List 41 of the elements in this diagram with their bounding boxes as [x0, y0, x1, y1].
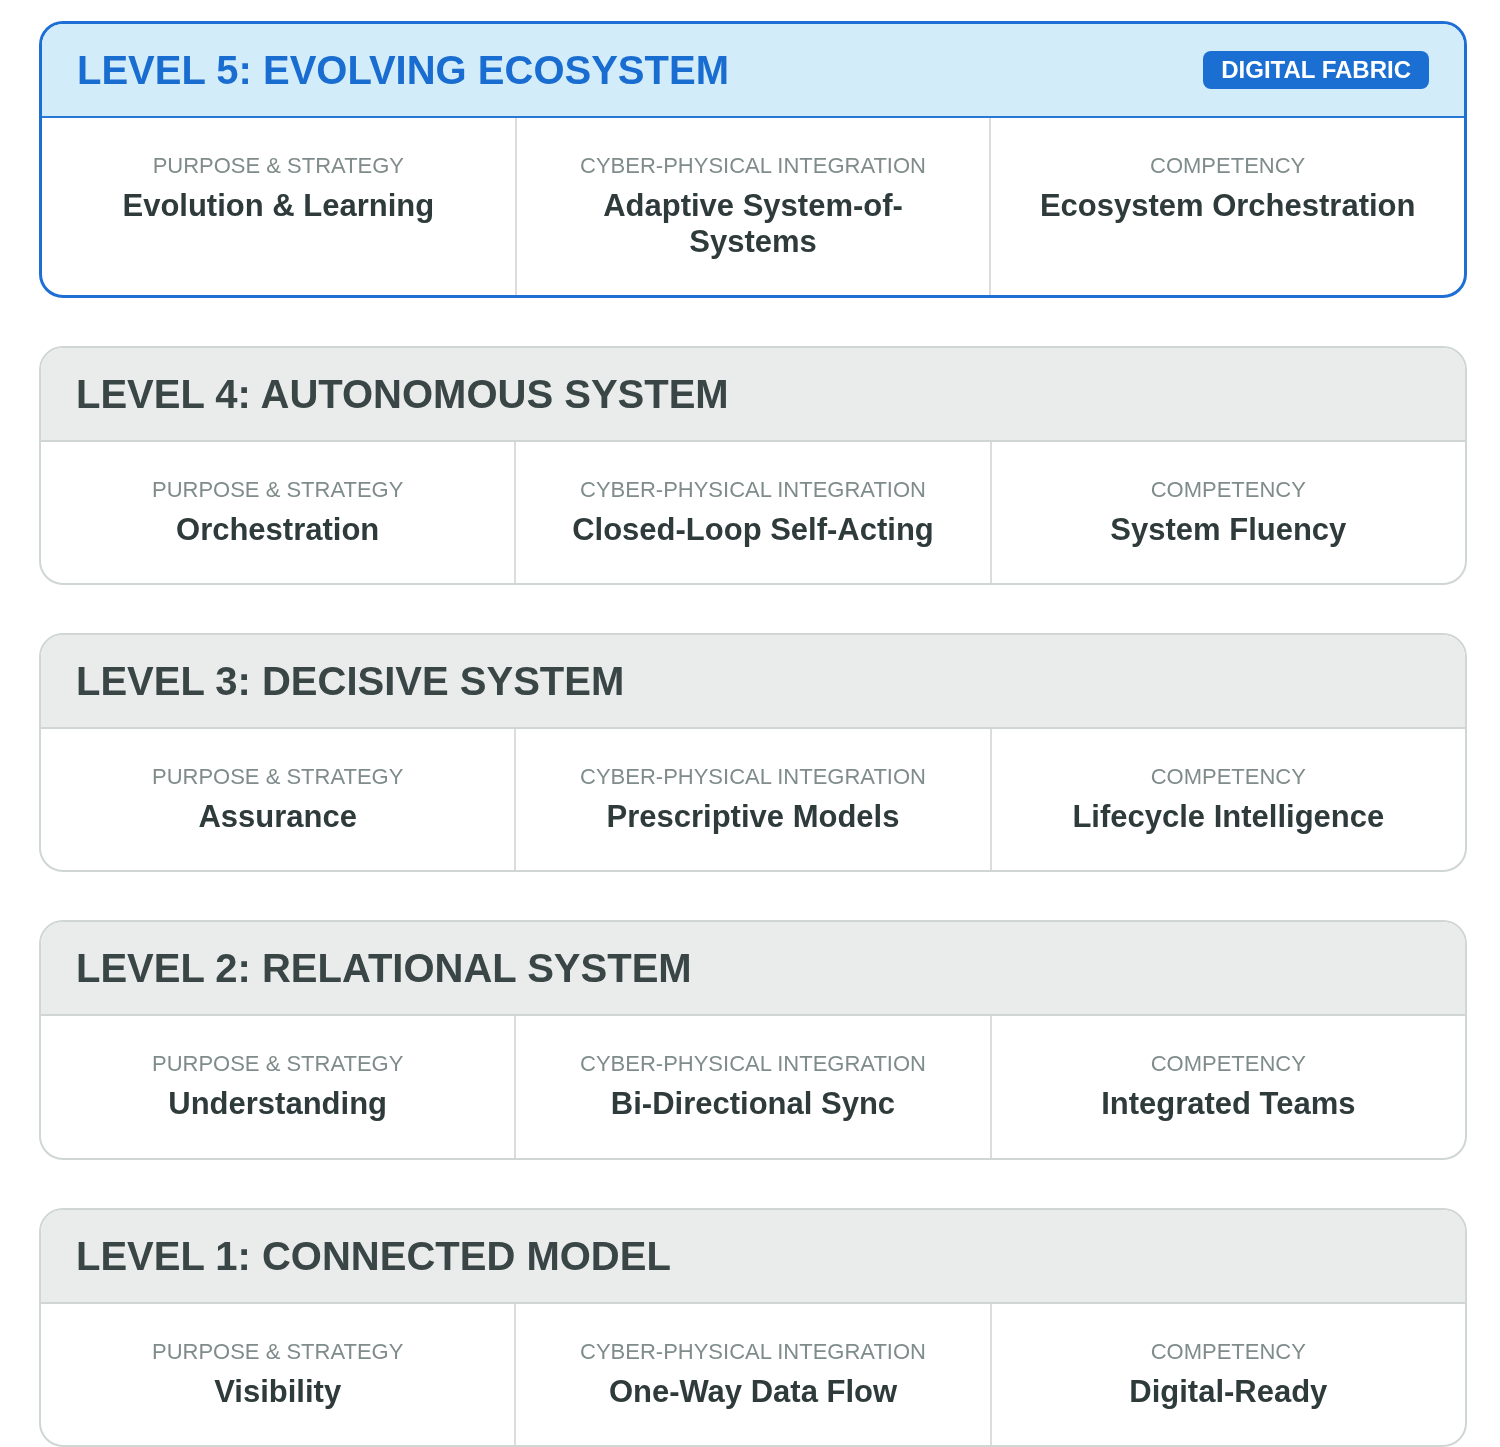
level-heading: LEVEL 2: RELATIONAL SYSTEM	[76, 945, 692, 993]
value-text: Adaptive System-of-Systems	[602, 188, 904, 260]
category-label: COMPETENCY	[1150, 475, 1306, 504]
category-label: CYBER-PHYSICAL INTEGRATION	[580, 1050, 926, 1079]
level-heading: LEVEL 5: EVOLVING ECOSYSTEM	[77, 47, 729, 94]
level-card	[39, 21, 1467, 298]
level-card	[39, 1207, 1467, 1447]
category-label: COMPETENCY	[1150, 763, 1306, 791]
level-heading: LEVEL 4: AUTONOMOUS SYSTEM	[76, 370, 729, 418]
value-text: System Fluency	[1110, 511, 1347, 548]
category-label: PURPOSE & STRATEGY	[151, 475, 404, 504]
value-text: Integrated Teams	[1101, 1086, 1356, 1123]
value-text: Digital-Ready	[1129, 1373, 1328, 1410]
value-text: Evolution & Learning	[122, 188, 435, 224]
category-label: CYBER-PHYSICAL INTEGRATION	[580, 475, 926, 504]
value-text: Lifecycle Intelligence	[1072, 799, 1385, 835]
level-heading: LEVEL 3: DECISIVE SYSTEM	[76, 658, 625, 705]
level-heading: LEVEL 1: CONNECTED MODEL	[76, 1232, 671, 1280]
value-text: Understanding	[168, 1086, 388, 1123]
value-text: Prescriptive Models	[606, 799, 900, 835]
value-text: Bi-Directional Sync	[610, 1086, 896, 1123]
category-label: CYBER-PHYSICAL INTEGRATION	[580, 763, 926, 791]
category-label: PURPOSE & STRATEGY	[151, 1337, 404, 1366]
category-label: PURPOSE & STRATEGY	[152, 152, 405, 180]
category-label: COMPETENCY	[1150, 1337, 1306, 1366]
category-label: CYBER-PHYSICAL INTEGRATION	[580, 1337, 926, 1366]
category-label: PURPOSE & STRATEGY	[151, 763, 404, 791]
category-label: PURPOSE & STRATEGY	[151, 1050, 404, 1079]
level-card	[39, 345, 1467, 585]
value-text: Visibility	[214, 1373, 342, 1410]
category-label: CYBER-PHYSICAL INTEGRATION	[580, 152, 926, 180]
value-text: Ecosystem Orchestration	[1039, 188, 1416, 224]
category-label: COMPETENCY	[1150, 152, 1306, 180]
value-text: Orchestration	[176, 511, 380, 548]
level-card	[39, 920, 1467, 1160]
value-text: Assurance	[198, 799, 357, 835]
value-text: One-Way Data Flow	[608, 1373, 898, 1410]
value-text: Closed-Loop Self-Acting	[572, 511, 934, 548]
category-label: COMPETENCY	[1150, 1050, 1306, 1079]
tag-pill: DIGITAL FABRIC	[1203, 51, 1429, 89]
level-card	[39, 633, 1467, 873]
